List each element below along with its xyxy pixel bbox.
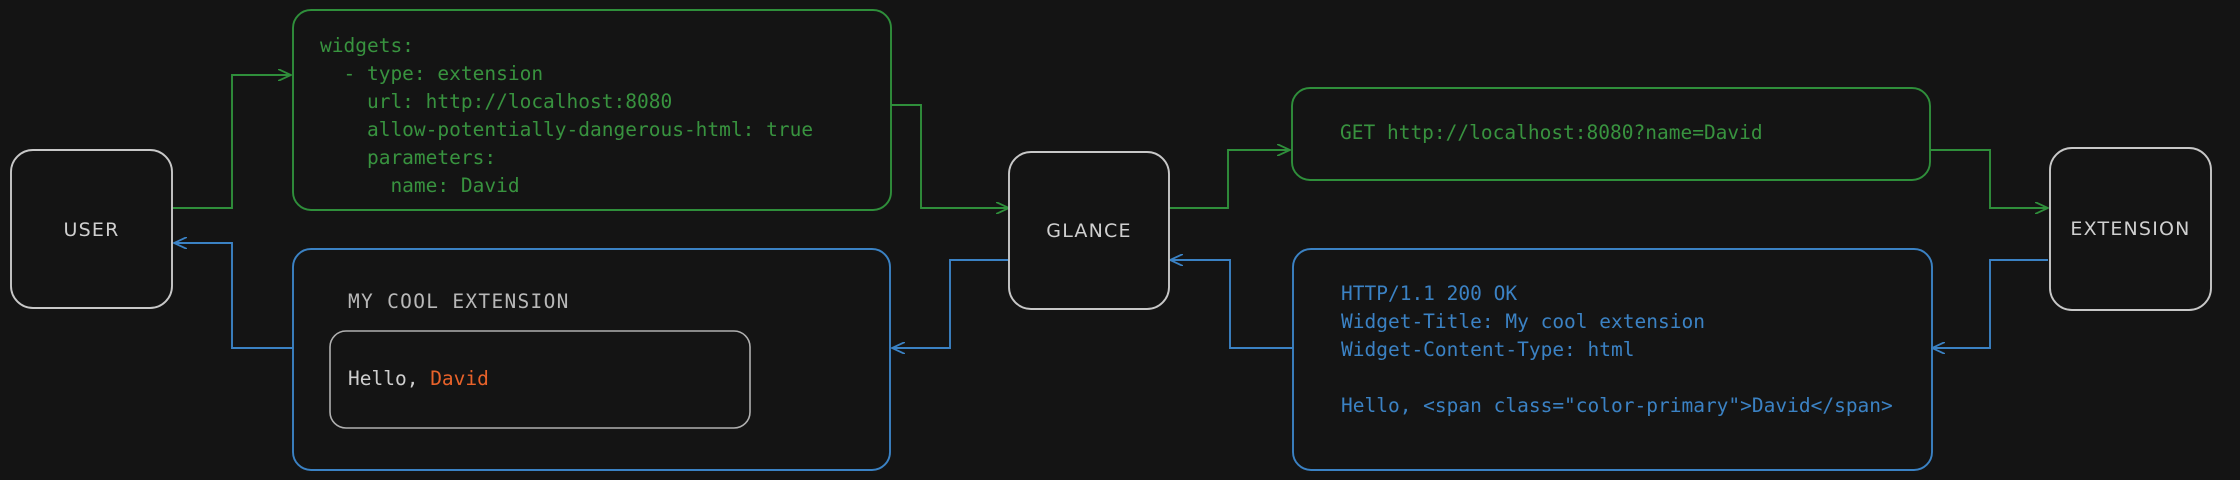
rendered-widget-body-prefix: Hello, (348, 367, 431, 390)
panel-http-request (1291, 87, 1931, 181)
node-glance-shape[interactable] (1008, 151, 1170, 310)
node-extension[interactable]: EXTENSION (2049, 147, 2212, 311)
node-user-shape[interactable] (10, 149, 173, 309)
node-user-label: USER (64, 219, 120, 241)
panel-http-response (1292, 248, 1933, 471)
node-extension-label: EXTENSION (2070, 218, 2190, 240)
node-glance[interactable]: GLANCE (1008, 151, 1170, 310)
config-yaml-text: widgets: - type: extension url: http://l… (320, 34, 814, 197)
panel-rendered-widget (292, 248, 891, 471)
edge-glance-to-request (1168, 150, 1290, 209)
rendered-widget-body-accent: David (430, 367, 489, 390)
node-user[interactable]: USER (10, 149, 173, 309)
widget-content-box (329, 330, 751, 429)
rendered-widget-body: Hello, David (348, 367, 489, 390)
http-response-text: HTTP/1.1 200 OK Widget-Title: My cool ex… (1341, 282, 1893, 417)
edge-response-to-glance (1170, 260, 1293, 349)
node-extension-shape[interactable] (2049, 147, 2212, 311)
edge-user-to-config (172, 75, 291, 209)
rendered-widget-title: MY COOL EXTENSION (348, 290, 570, 313)
edge-request-to-extension (1930, 149, 2048, 208)
panel-config-yaml (292, 9, 892, 211)
edge-extension-to-response (1932, 259, 2048, 348)
edge-config-to-glance (891, 104, 1009, 208)
edge-widget-to-user (174, 243, 293, 349)
edge-glance-to-widget (892, 259, 1009, 348)
node-glance-label: GLANCE (1046, 220, 1131, 242)
http-request-text: GET http://localhost:8080?name=David (1340, 121, 1763, 144)
